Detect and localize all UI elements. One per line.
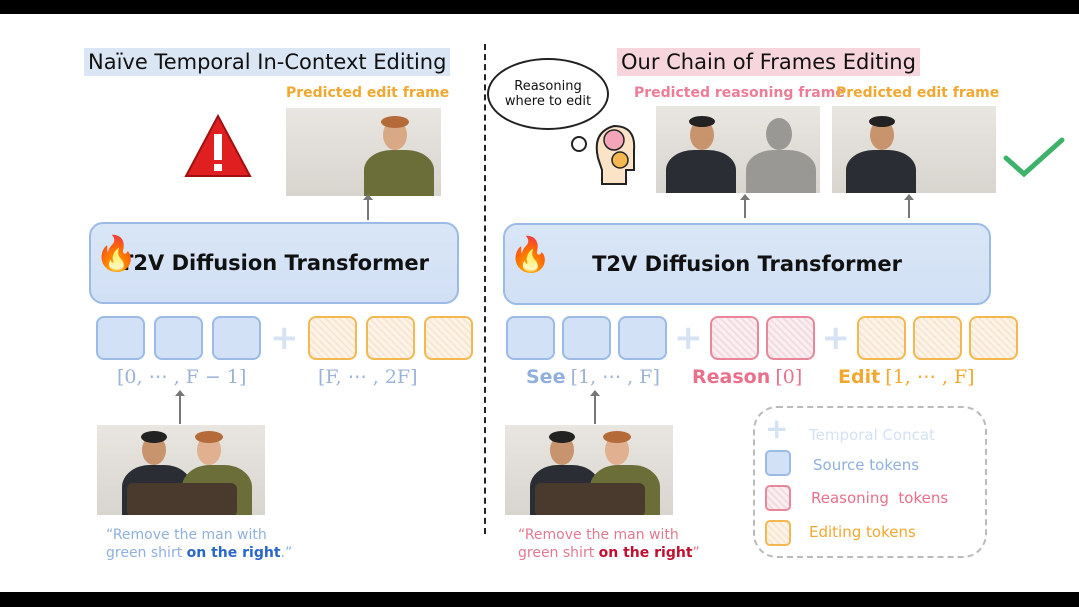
right-caption: “Remove the man with green shirt on the … xyxy=(518,527,700,561)
edit-token xyxy=(913,316,962,360)
edit-range-label: Edit [1, ⋯ , F] xyxy=(838,366,975,388)
reasoning-frame xyxy=(656,106,820,193)
legend-editing: Editing tokens xyxy=(809,523,916,541)
left-caption: “Remove the man with green shirt on the … xyxy=(106,527,293,561)
concat-plus-icon: + xyxy=(821,318,851,358)
legend-source-swatch xyxy=(765,450,791,476)
edit-token xyxy=(423,316,473,360)
concat-plus-icon: + xyxy=(674,318,703,358)
concat-plus-icon: + xyxy=(765,412,789,445)
left-source-image xyxy=(97,425,265,515)
right-predicted-frame xyxy=(832,106,996,193)
arrow xyxy=(740,194,750,218)
legend-concat: Temporal Concat xyxy=(809,426,935,444)
concat-plus-icon: + xyxy=(270,318,299,358)
source-token xyxy=(154,316,203,360)
arrow xyxy=(363,194,373,220)
diagram: Naïve Temporal In-Context Editing Predic… xyxy=(0,14,1079,592)
brain-gear-icon xyxy=(588,118,640,186)
legend-source: Source tokens xyxy=(813,456,920,474)
source-token xyxy=(562,316,611,360)
arrow xyxy=(904,194,914,218)
see-range-label: See [1, ⋯ , F] xyxy=(526,366,660,388)
legend: + Temporal Concat Source tokens Reasonin… xyxy=(753,406,987,558)
left-source-range: [0, ⋯ , F − 1] xyxy=(117,366,247,388)
left-tokens: + xyxy=(96,316,473,360)
reasoning-frame-label: Predicted reasoning frame xyxy=(634,85,845,101)
right-predicted-label: Predicted edit frame xyxy=(836,85,1000,101)
legend-reasoning-swatch xyxy=(765,485,791,511)
left-predicted-label: Predicted edit frame xyxy=(286,85,450,101)
left-title: Naïve Temporal In-Context Editing xyxy=(84,48,451,76)
divider xyxy=(484,44,486,534)
left-model-label: T2V Diffusion Transformer xyxy=(119,251,429,275)
right-source-image xyxy=(505,425,673,515)
right-dit-block: 🔥 T2V Diffusion Transformer xyxy=(503,223,991,305)
fire-icon: 🔥 xyxy=(509,235,552,275)
thought-text: Reasoning where to edit xyxy=(504,79,592,109)
legend-reasoning: Reasoning tokens xyxy=(811,489,949,507)
right-tokens: + + xyxy=(506,316,1018,360)
reason-range-label: Reason [0] xyxy=(692,366,803,388)
source-token xyxy=(506,316,555,360)
left-dit-block: 🔥 T2V Diffusion Transformer xyxy=(89,222,459,304)
arrow xyxy=(175,390,185,424)
warning-triangle-icon xyxy=(184,113,252,182)
left-edit-range: [F, ⋯ , 2F] xyxy=(318,366,418,388)
fire-icon: 🔥 xyxy=(95,234,138,274)
thought-bubble: Reasoning where to edit xyxy=(487,58,609,130)
legend-editing-swatch xyxy=(765,520,791,546)
right-title: Our Chain of Frames Editing xyxy=(617,48,920,76)
reasoning-token xyxy=(765,316,815,360)
arrow xyxy=(590,390,600,424)
edit-token xyxy=(365,316,415,360)
checkmark-icon xyxy=(1002,134,1066,182)
edit-token xyxy=(307,316,357,360)
source-token xyxy=(212,316,261,360)
edit-token xyxy=(969,316,1018,360)
source-token xyxy=(618,316,667,360)
source-token xyxy=(96,316,145,360)
thought-dot xyxy=(571,136,587,152)
reasoning-token xyxy=(709,316,759,360)
left-predicted-frame xyxy=(286,108,441,196)
right-model-label: T2V Diffusion Transformer xyxy=(592,252,902,276)
edit-token xyxy=(857,316,906,360)
